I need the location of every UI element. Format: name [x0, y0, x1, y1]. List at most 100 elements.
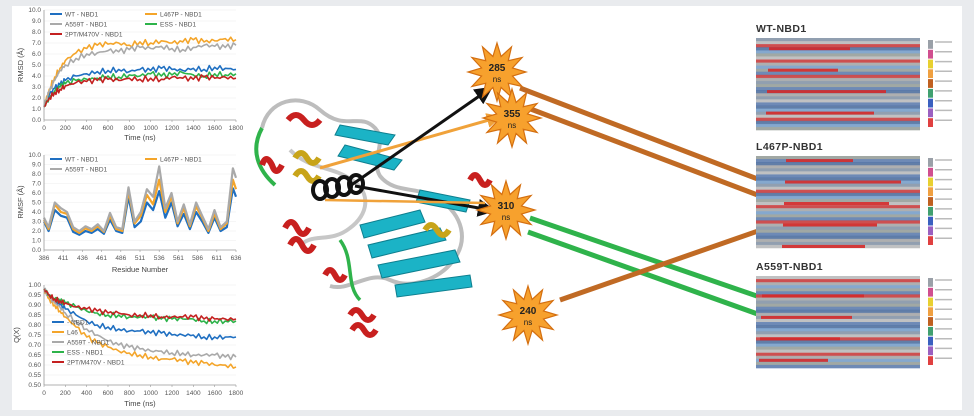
- x-tick-label: 1200: [165, 390, 180, 397]
- y-tick-label: 4.0: [32, 73, 41, 80]
- heatmap-row: [756, 102, 920, 106]
- legend-label: A559T - NBD1: [65, 167, 108, 174]
- heatmap-row: [756, 123, 920, 128]
- colorbar-swatch: [928, 356, 933, 365]
- y-tick-label: 2.0: [32, 95, 41, 102]
- series-line-l467p: [43, 288, 237, 369]
- legend-label: - NBD1: [67, 320, 89, 327]
- y-tick-label: 8.0: [32, 171, 41, 178]
- heatmap-row: [756, 346, 920, 350]
- rmsd-x-axis-label: Time (ns): [124, 133, 156, 142]
- y-tick-label: 1.00: [28, 282, 41, 289]
- heatmap-row: [756, 211, 920, 215]
- x-tick-label: 600: [103, 390, 114, 397]
- heatmap-streak: [783, 223, 877, 227]
- y-tick-label: 0.85: [28, 312, 41, 319]
- heatmap-streak: [761, 315, 852, 319]
- y-tick-label: 6.0: [32, 51, 41, 58]
- x-tick-label: 400: [81, 390, 92, 397]
- heatmap-row: [756, 50, 920, 54]
- x-tick-label: 0: [42, 125, 46, 132]
- colorbar-swatch: [928, 297, 933, 307]
- series-line-wt: [43, 288, 237, 341]
- y-tick-label: 0.50: [28, 382, 41, 389]
- y-tick-label: 0.75: [28, 332, 41, 339]
- y-tick-label: 9.0: [32, 162, 41, 169]
- colorbar-swatch: [928, 49, 933, 59]
- x-tick-label: 586: [192, 255, 203, 262]
- burst-time-value: 240: [520, 306, 537, 317]
- colorbar-swatch: [928, 69, 933, 79]
- y-tick-label: 5.0: [32, 62, 41, 69]
- colorbar-swatch: [928, 167, 933, 177]
- heatmap-row: [756, 171, 920, 175]
- y-tick-label: 7.0: [32, 181, 41, 188]
- heatmap-row: [756, 71, 920, 76]
- x-tick-label: 200: [60, 125, 71, 132]
- rmsd-series: [43, 36, 237, 108]
- heatmap-row: [756, 96, 920, 100]
- x-tick-label: 511: [135, 255, 146, 262]
- arrow-285-to-l467p: [519, 85, 786, 193]
- legend-label: L467P - NBD1: [160, 157, 202, 164]
- heatmap-title: WT-NBD1: [756, 23, 807, 35]
- heatmap-streak: [786, 159, 853, 163]
- y-tick-label: 4.0: [32, 209, 41, 216]
- colorbar-swatch: [928, 79, 933, 88]
- legend-label: 2PT/M470V - NBD1: [65, 32, 123, 39]
- heatmap-row: [756, 165, 920, 169]
- y-tick-label: 0.70: [28, 342, 41, 349]
- heatmap-streak: [760, 337, 840, 341]
- heatmap-streak: [782, 244, 865, 248]
- burst-time-value: 310: [498, 201, 515, 212]
- y-tick-label: 0.0: [32, 247, 41, 254]
- rmsf-series: [43, 165, 238, 236]
- y-tick-label: 0.65: [28, 352, 41, 359]
- colorbar-swatch: [928, 226, 933, 236]
- heatmap-row: [756, 241, 920, 246]
- x-tick-label: 1000: [143, 390, 158, 397]
- y-tick-label: 0.90: [28, 302, 41, 309]
- heatmap-row: [756, 322, 920, 326]
- heatmap-row: [756, 198, 920, 203]
- heatmap-row: [756, 80, 920, 85]
- rmsf-y-axis-label: RMSF (Å): [16, 185, 25, 219]
- x-tick-label: 800: [124, 390, 135, 397]
- colorbar-swatch: [928, 197, 933, 206]
- x-tick-label: 436: [77, 255, 88, 262]
- beta-strand: [359, 209, 426, 239]
- heatmap-row: [756, 291, 920, 295]
- heatmap-streak: [762, 294, 864, 298]
- colorbar-swatch: [928, 59, 933, 69]
- x-tick-label: 800: [124, 125, 135, 132]
- heatmap-row: [756, 108, 920, 112]
- connector-arrows: [319, 85, 790, 329]
- y-tick-label: 0.95: [28, 292, 41, 299]
- legend-label: A559T - NBD1: [67, 340, 110, 347]
- x-tick-label: 1200: [165, 125, 180, 132]
- x-tick-label: 636: [231, 255, 242, 262]
- qx-axes: 0.500.550.600.650.700.750.800.850.900.95…: [28, 282, 243, 397]
- legend-label: L46: [67, 330, 78, 337]
- heatmap-row: [756, 303, 920, 308]
- y-tick-label: 10.0: [28, 152, 41, 159]
- beta-strand: [367, 227, 447, 259]
- y-tick-label: 5.0: [32, 200, 41, 207]
- heatmap-row: [756, 340, 920, 344]
- legend-label: WT - NBD1: [65, 157, 98, 164]
- arrow-240-to-l467p: [559, 217, 788, 303]
- y-tick-label: 9.0: [32, 18, 41, 25]
- heatmap-row: [756, 38, 920, 42]
- y-tick-label: 3.0: [32, 84, 41, 91]
- colorbar-swatch: [928, 278, 933, 287]
- x-tick-label: 1600: [207, 390, 222, 397]
- series-line-a559t: [43, 287, 237, 361]
- heatmap-row: [756, 114, 920, 119]
- y-tick-label: 3.0: [32, 219, 41, 226]
- colorbar-swatch: [928, 236, 933, 245]
- colorbar-swatch: [928, 118, 933, 127]
- heatmap-streak: [767, 90, 886, 94]
